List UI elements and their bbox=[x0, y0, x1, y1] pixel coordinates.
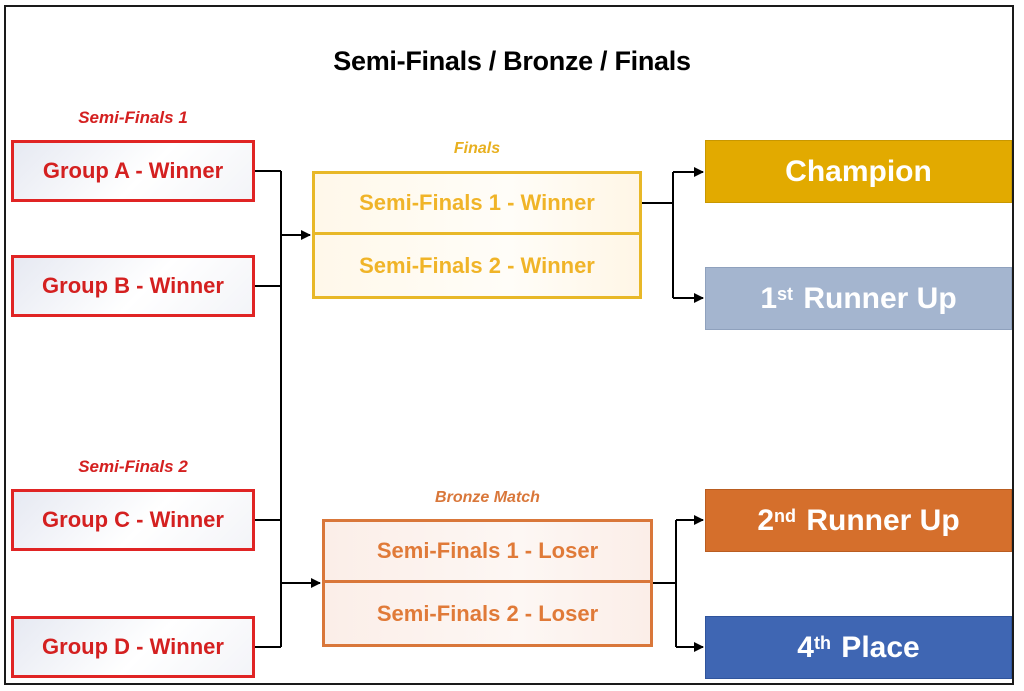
diagram-title: Semi-Finals / Bronze / Finals bbox=[333, 46, 691, 76]
champion-label: Champion bbox=[785, 154, 932, 188]
fourth-place-label: Place bbox=[832, 630, 920, 664]
group-a-winner-label: Group A - Winner bbox=[42, 158, 224, 183]
first-runner-up-ordinal: 1 bbox=[760, 281, 777, 315]
finals-match-box: Semi-Finals 1 - Winner Semi-Finals 2 - W… bbox=[312, 171, 642, 299]
group-b-winner-label: Group B - Winner bbox=[42, 273, 224, 298]
group-c-winner-box: Group C - Winner bbox=[11, 489, 255, 551]
second-runner-up-ordinal: 2 bbox=[757, 503, 774, 537]
group-d-winner-label: Group D - Winner bbox=[42, 634, 224, 659]
group-c-winner-label: Group C - Winner bbox=[42, 507, 224, 532]
first-runner-up-label: Runner Up bbox=[795, 281, 957, 315]
fourth-place-suffix: th bbox=[813, 633, 831, 653]
group-d-winner-box: Group D - Winner bbox=[11, 616, 255, 678]
group-b-winner-box: Group B - Winner bbox=[11, 255, 255, 317]
bronze-slot-2: Semi-Finals 2 - Loser bbox=[376, 600, 599, 626]
group-a-winner-box: Group A - Winner bbox=[11, 140, 255, 202]
second-runner-up-suffix: nd bbox=[774, 506, 796, 526]
bronze-match-box: Semi-Finals 1 - Loser Semi-Finals 2 - Lo… bbox=[322, 519, 653, 647]
fourth-place-ordinal: 4 bbox=[797, 630, 814, 664]
finals-label: Finals bbox=[453, 140, 501, 157]
finals-slot-1: Semi-Finals 1 - Winner bbox=[315, 174, 639, 235]
champion-box: Champion bbox=[705, 140, 1012, 203]
finals-slot-2: Semi-Finals 2 - Winner bbox=[359, 252, 595, 278]
semi-finals-1-label: Semi-Finals 1 bbox=[78, 108, 188, 127]
semi-finals-2-label: Semi-Finals 2 bbox=[78, 457, 188, 476]
second-runner-up-label: Runner Up bbox=[798, 503, 960, 537]
diagram-frame bbox=[4, 5, 1014, 685]
bronze-slot-1: Semi-Finals 1 - Loser bbox=[325, 522, 650, 583]
bronze-match-label: Bronze Match bbox=[435, 489, 540, 506]
first-runner-up-suffix: st bbox=[777, 284, 794, 304]
